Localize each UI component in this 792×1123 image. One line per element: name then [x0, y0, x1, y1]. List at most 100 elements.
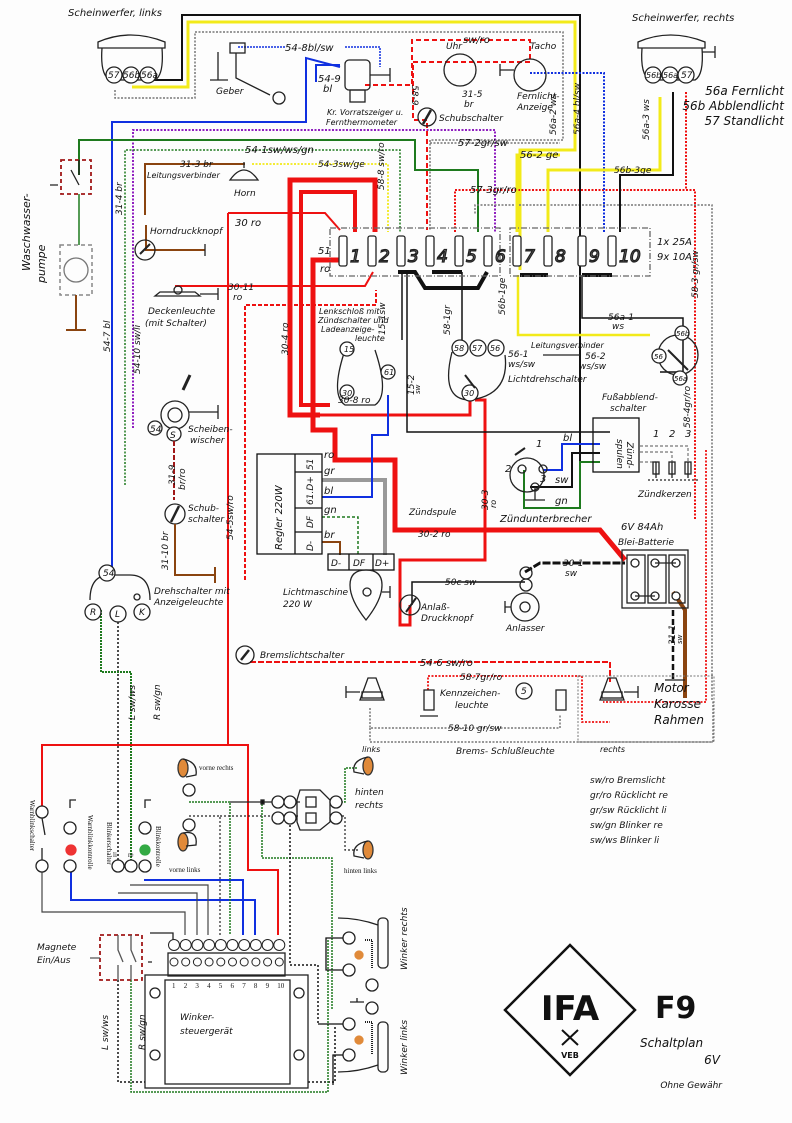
fuse-9	[577, 235, 587, 267]
controller-terminal-number: 4	[207, 982, 211, 990]
controller-terminal	[249, 939, 262, 951]
label-30-8: 30-8 ro	[338, 396, 371, 406]
label-58-7: 58-7gr/ro	[460, 673, 503, 683]
label-56-2: 56-2 ge	[520, 150, 558, 161]
label-15-1: 15-1sw	[378, 302, 388, 335]
label-56-1: 56-1	[508, 350, 528, 360]
label-30-11: 30-11	[228, 283, 254, 293]
wiper-term-54: 54	[150, 425, 162, 435]
label-breaker: Zündunterbrecher	[499, 514, 592, 525]
label-54-3: 54-3sw/ge	[318, 160, 365, 170]
label-tail-left: links	[362, 745, 380, 754]
dim-term-56: 56	[654, 353, 663, 361]
label-30-2: 30-2 ro	[418, 530, 451, 540]
label-30-3-ro: ro	[489, 500, 498, 508]
label-rear-right-2: rechts	[355, 801, 383, 811]
spark-plugs	[648, 461, 700, 481]
fuse-box-1	[329, 227, 501, 277]
label-blinker-ind: Blinkkontrolle	[154, 826, 162, 867]
ign-term-30: 30	[342, 389, 352, 398]
label-rotary-2: Anzeigeleuchte	[153, 598, 224, 608]
label-connector: Leitungsverbinder	[147, 171, 220, 180]
hazard-switch	[35, 805, 49, 873]
controller-terminal	[203, 939, 216, 951]
logo-veb: VEB	[561, 1051, 579, 1060]
label-push-switch-2-2: schalter	[188, 515, 225, 525]
label-fernlicht-1: Fernlicht-	[517, 92, 560, 102]
fuse-7	[512, 235, 522, 267]
lamp-rear-left	[353, 840, 374, 860]
controller-terminal-number: 8	[254, 982, 258, 990]
label-56b-1: 56b-1ge	[498, 277, 508, 315]
label-31-5-br: br	[464, 100, 475, 110]
wire-red-thick-2	[299, 190, 357, 407]
label-push-switch-2-1: Schub-	[188, 504, 219, 514]
label-fuel-gauge-1: Kr. Vorratszeiger u.	[327, 108, 403, 117]
rot-term-r: R	[90, 608, 96, 618]
label-start-button-1: Anlaß-	[420, 603, 450, 613]
hl-left-56b: 56b	[123, 71, 140, 81]
controller-screw	[228, 957, 237, 967]
hl-right-56a: 56a	[663, 71, 678, 80]
label-54-8: 54-8bl/sw	[285, 43, 334, 54]
magnet-switch	[90, 935, 137, 980]
label-54-10: 54-10 sw/li	[133, 324, 143, 374]
winker-right	[337, 917, 389, 992]
label-generator-2: 220 W	[283, 600, 313, 610]
label-dome-1: Deckenleuchte	[148, 307, 216, 317]
ifa-logo: IFA VEB	[503, 943, 637, 1077]
controller-screw	[216, 957, 226, 967]
wire-54-8	[238, 46, 381, 67]
fuse-number: 3	[408, 247, 419, 267]
speedometer	[499, 58, 547, 92]
wires	[41, 14, 714, 1093]
breaker-wire-gn: gn	[555, 496, 568, 507]
rot-term-l: L	[115, 610, 120, 620]
label-regulator: Regler 220W	[274, 484, 285, 550]
wire-black-lower-3	[118, 892, 198, 935]
controller-terminal-number: 2	[184, 982, 188, 990]
wire-31-3	[144, 163, 245, 215]
controller-terminal	[226, 939, 239, 951]
label-hazard-switch: Warnblinkschalter	[28, 800, 36, 852]
controller-terminal	[191, 939, 204, 951]
lamp-rear-right	[353, 756, 374, 776]
wire-green-down	[261, 804, 333, 1010]
label-L-bottom: L sw/ws	[101, 1015, 111, 1050]
dome-light	[153, 285, 219, 300]
label-51: 51	[318, 246, 331, 257]
fuse-number: 6	[495, 247, 506, 267]
headlight-right	[637, 34, 716, 84]
fuse-number: 9	[589, 247, 600, 267]
wire-30ro	[228, 212, 341, 231]
label-30-4: 30-4 ro	[281, 322, 291, 355]
label-54-9: 54-9	[318, 74, 341, 85]
label-front-right: vorne rechts	[199, 764, 234, 772]
wiper	[147, 374, 219, 442]
label-31-4: 31-4 br	[115, 181, 125, 215]
label-hazard-ind: Warnblinkkontrolle	[86, 815, 94, 870]
label-R-bottom: R sw/gn	[138, 1014, 148, 1050]
label-geber: Geber	[216, 87, 245, 97]
start-button	[399, 594, 421, 616]
hl-left-56a: 56a	[141, 71, 158, 81]
fuel-sender	[210, 42, 286, 105]
hl-right-56b: 56b	[646, 71, 661, 80]
controller-screw	[239, 957, 249, 967]
label-li: li	[113, 851, 117, 859]
controller-terminal	[214, 939, 227, 951]
label-30-ro: 30 ro	[235, 218, 261, 229]
lamp-front-right	[177, 758, 197, 797]
wire-56b-1	[516, 275, 650, 337]
dim-term-56b: 56b	[676, 330, 690, 338]
fuse-number: 5	[466, 247, 477, 267]
wire-brems-frame	[369, 700, 714, 743]
label-brake-switch: Bremslichtschalter	[260, 651, 345, 661]
label-56a-1-ws: ws	[612, 322, 624, 332]
fuse-number: 7	[524, 247, 535, 267]
rot-term-54: 54	[103, 569, 115, 579]
wire-purple	[132, 129, 496, 428]
label-L-top: L sw/ws	[128, 685, 138, 720]
magnet-switch-box	[99, 934, 143, 981]
label-magnets-2: Ein/Aus	[37, 956, 71, 966]
